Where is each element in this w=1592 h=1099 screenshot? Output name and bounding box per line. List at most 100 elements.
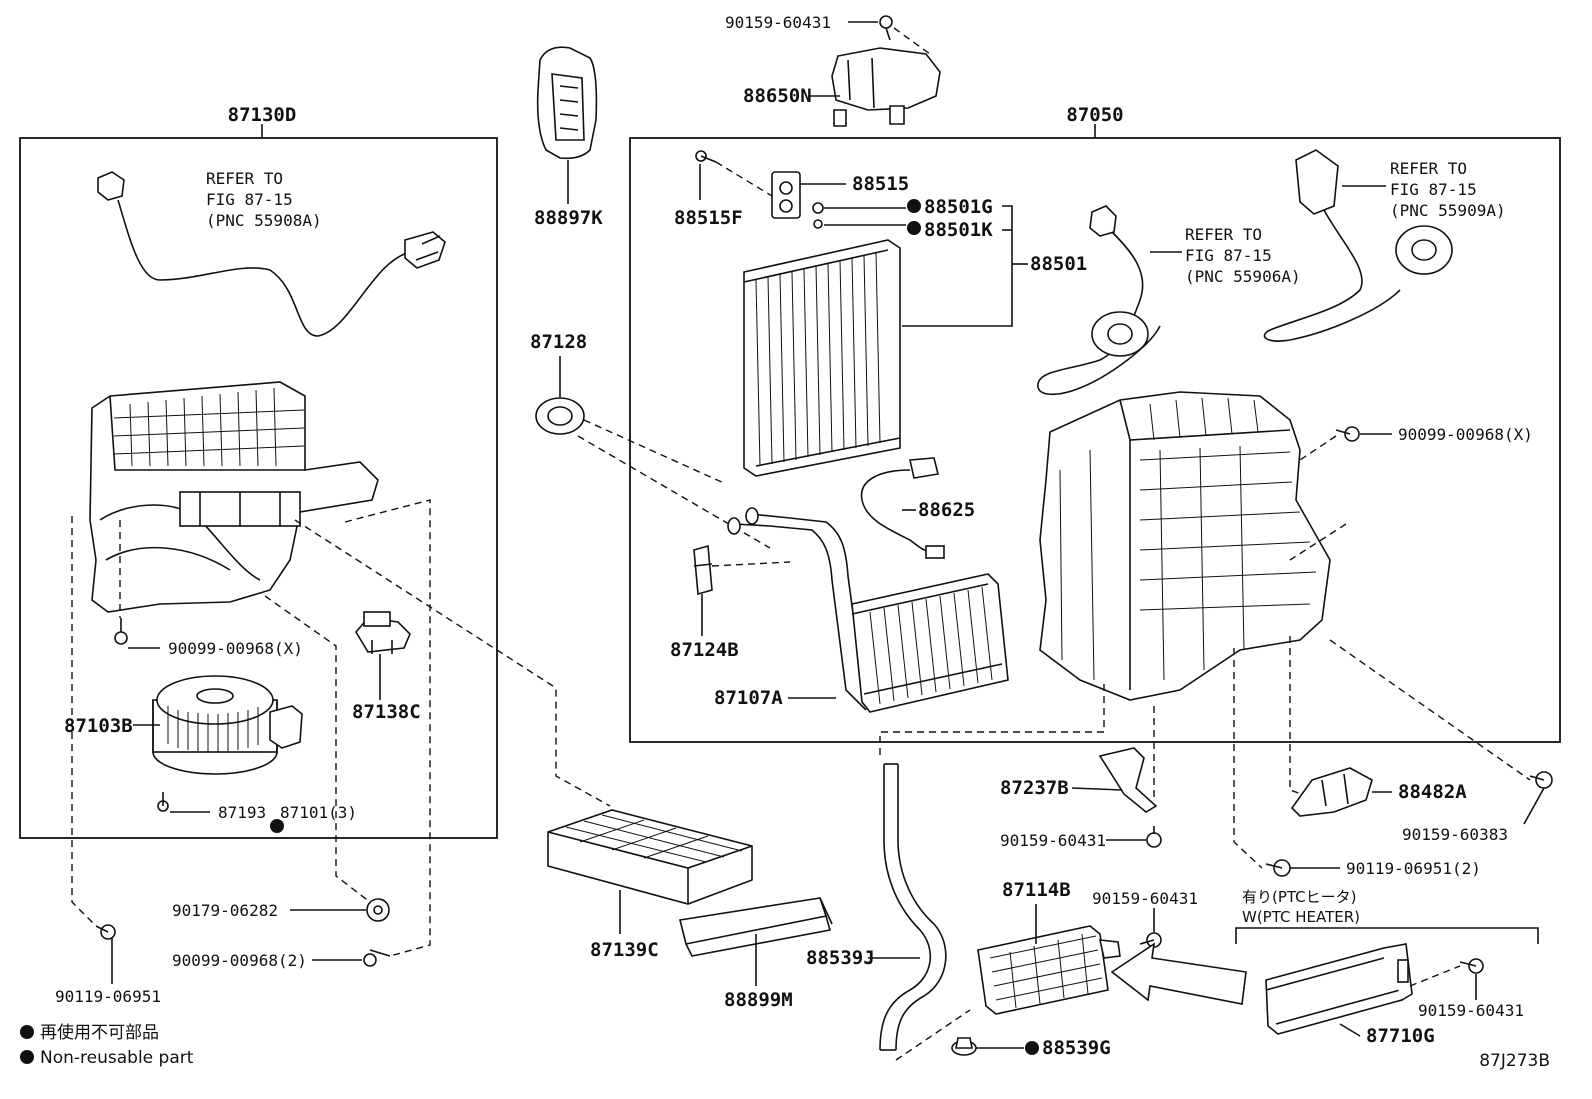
refer-note-middle: REFER TO FIG 87-15 (PNC 55906A) <box>1185 225 1301 286</box>
blower-resistor <box>355 611 411 654</box>
legend: 再使用不可部品 Non-reusable part <box>20 1022 194 1068</box>
svg-text:REFER TO: REFER TO <box>206 169 283 188</box>
label-88539g: 88539G <box>1042 1037 1111 1059</box>
blower-motor <box>152 675 303 775</box>
non-reusable-dot <box>1025 1041 1039 1055</box>
filter-cover <box>679 897 833 957</box>
replace-arrow <box>1110 942 1247 1005</box>
drain-hose <box>879 763 947 1051</box>
label-88625: 88625 <box>918 499 975 521</box>
ptc-note-jp: 有り(PTCヒータ) <box>1242 888 1357 906</box>
label-90179-06282: 90179-06282 <box>172 901 278 920</box>
label-88897k: 88897K <box>534 207 603 229</box>
label-88515: 88515 <box>852 173 909 195</box>
non-reusable-dot <box>907 199 921 213</box>
label-87710g: 87710G <box>1366 1025 1435 1047</box>
svg-text:(PNC 55909A): (PNC 55909A) <box>1390 201 1506 220</box>
blower-case <box>89 381 379 613</box>
label-90159-60431-top: 90159-60431 <box>725 13 831 32</box>
wire-harness-left <box>97 171 446 337</box>
screw-icon <box>157 792 169 812</box>
legend-en: Non-reusable part <box>40 1048 194 1068</box>
label-88501: 88501 <box>1030 253 1087 275</box>
label-87114b: 87114B <box>1002 879 1071 901</box>
label-87193: 87193 <box>218 803 266 822</box>
svg-text:FIG 87-15: FIG 87-15 <box>1185 246 1272 265</box>
evaporator <box>743 239 901 477</box>
svg-text:FIG 87-15: FIG 87-15 <box>1390 180 1477 199</box>
label-87237b: 87237B <box>1000 777 1069 799</box>
label-88650n: 88650N <box>743 85 812 107</box>
svg-text:(PNC 55908A): (PNC 55908A) <box>206 211 322 230</box>
evaporator-sensor <box>860 457 945 559</box>
label-90099-00968-2: 90099-00968(2) <box>172 951 307 970</box>
bolt-icon <box>1139 932 1162 948</box>
label-87101: 87101(3) <box>280 803 357 822</box>
label-90159-60431-heater: 90159-60431 <box>1092 889 1198 908</box>
group-code-87130D: 87130D <box>228 104 297 126</box>
label-90159-60431-mid: 90159-60431 <box>1000 831 1106 850</box>
non-reusable-dot <box>907 221 921 235</box>
label-90119-06951: 90119-06951 <box>55 987 161 1006</box>
o-ring-icon <box>812 202 824 214</box>
ptc-bracket <box>1235 927 1539 944</box>
svg-text:FIG 87-15: FIG 87-15 <box>206 190 293 209</box>
non-reusable-dot <box>20 1025 34 1039</box>
heater-core <box>727 507 1009 713</box>
label-90159-60431-ptc: 90159-60431 <box>1418 1001 1524 1020</box>
label-88501g: 88501G <box>924 196 993 218</box>
o-ring-icon <box>813 219 823 229</box>
wire-harness-right <box>1263 149 1453 342</box>
non-reusable-dot <box>270 819 284 833</box>
label-88482a: 88482A <box>1398 781 1467 803</box>
figure-id: 87J273B <box>1479 1051 1550 1071</box>
wire-harness-middle <box>1037 205 1161 396</box>
bolt-icon <box>879 15 893 41</box>
svg-text:REFER TO: REFER TO <box>1390 159 1467 178</box>
clip-icon <box>951 1037 977 1056</box>
bracket-88482A <box>1290 767 1373 817</box>
svg-text:REFER TO: REFER TO <box>1185 225 1262 244</box>
bolt-icon <box>1459 958 1484 974</box>
svg-text:(PNC 55906A): (PNC 55906A) <box>1185 267 1301 286</box>
label-87128: 87128 <box>530 331 587 353</box>
ptc-note-en: W(PTC HEATER) <box>1242 908 1360 926</box>
screw-icon <box>695 150 717 163</box>
bolt-icon <box>1529 771 1553 789</box>
label-90099-00968x-left: 90099-00968(X) <box>168 639 303 658</box>
label-87139c: 87139C <box>590 939 659 961</box>
grommet-87128 <box>535 397 585 435</box>
group-code-87050: 87050 <box>1066 104 1123 126</box>
bolt-icon <box>1335 426 1360 442</box>
bolt-icon <box>363 949 391 967</box>
non-reusable-dot <box>20 1050 34 1064</box>
label-88501k: 88501K <box>924 219 993 241</box>
bracket-88650N <box>831 47 941 127</box>
bolt-icon <box>95 924 116 940</box>
label-90119-06951-2: 90119-06951(2) <box>1346 859 1481 878</box>
label-88515f: 88515F <box>674 207 743 229</box>
ptc-heater-87710G <box>1265 943 1413 1035</box>
group-box-87130D <box>19 137 498 839</box>
duct-seal-88897K <box>536 46 598 160</box>
legend-jp: 再使用不可部品 <box>40 1022 159 1043</box>
hvac-housing <box>1039 391 1331 701</box>
pipe-clamp <box>693 544 713 596</box>
label-87107a: 87107A <box>714 687 783 709</box>
bracket-87237B <box>1098 747 1158 813</box>
bolt-icon <box>1265 859 1291 877</box>
label-90099-00968x-right: 90099-00968(X) <box>1398 425 1533 444</box>
bolt-icon <box>1146 826 1162 848</box>
bolt-icon <box>114 618 128 645</box>
label-87124b: 87124B <box>670 639 739 661</box>
label-87103b: 87103B <box>64 715 133 737</box>
ptc-heater-87114B <box>977 925 1121 1015</box>
label-88539j: 88539J <box>806 947 875 969</box>
refer-note-right: REFER TO FIG 87-15 (PNC 55909A) <box>1390 159 1506 220</box>
label-88899m: 88899M <box>724 989 793 1011</box>
label-87138c: 87138C <box>352 701 421 723</box>
grommet-icon <box>366 898 390 922</box>
air-filter <box>547 809 753 905</box>
refer-note-left: REFER TO FIG 87-15 (PNC 55908A) <box>206 169 322 230</box>
